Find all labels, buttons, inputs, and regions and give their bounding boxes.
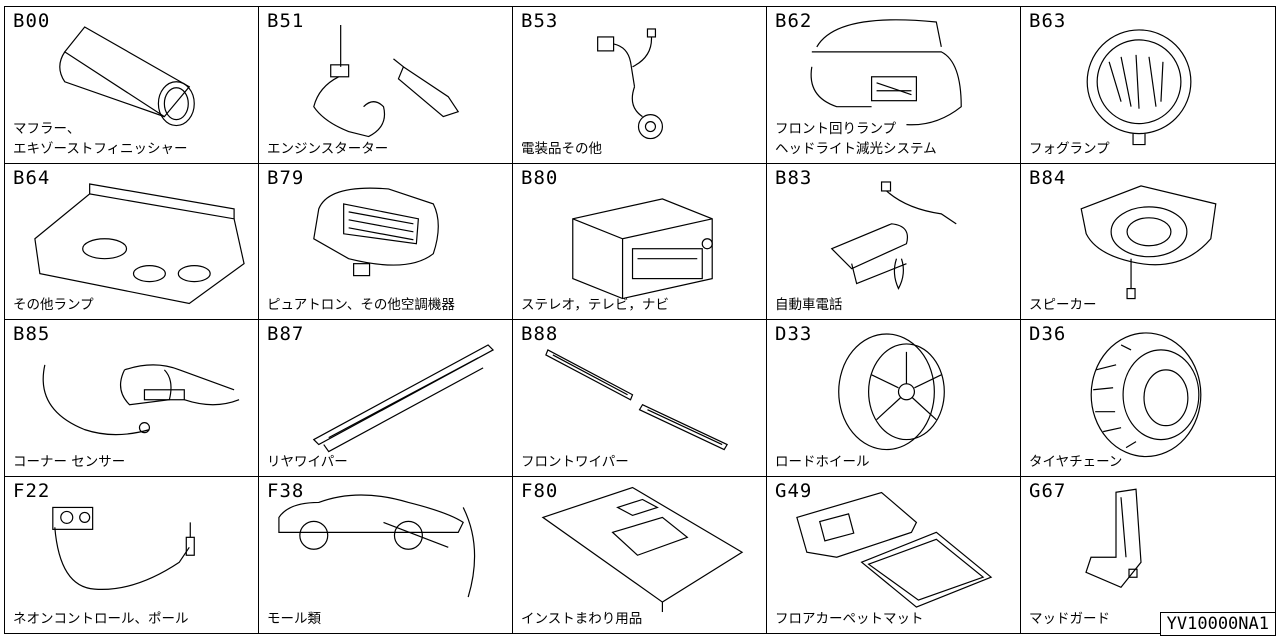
part-code: G67 (1029, 479, 1067, 502)
catalog-cell[interactable]: B79 ピュアトロン、その他空調機器 (259, 163, 513, 320)
part-label: ステレオ，テレビ，ナビ (521, 297, 669, 313)
part-code: F80 (521, 479, 559, 502)
part-label: ネオンコントロール、ポール (13, 611, 189, 627)
molding-icon (259, 477, 512, 634)
part-label: 自動車電話 (775, 297, 843, 313)
part-code: B79 (267, 166, 305, 189)
catalog-cell[interactable]: F22 ネオンコントロール、ポール (5, 476, 259, 634)
catalog-cell[interactable]: B88 フロントワイパー (513, 320, 767, 477)
catalog-cell[interactable]: D36 タイヤチェーン (1021, 320, 1275, 477)
stereo-icon (513, 164, 766, 320)
part-label: マッドガード (1029, 611, 1110, 627)
part-code: D33 (775, 323, 813, 345)
part-label: リヤワイパー (267, 453, 348, 470)
part-label: モール類 (267, 611, 321, 627)
part-code: B83 (775, 166, 813, 189)
catalog-cell[interactable]: G49 フロアカーペットマット (767, 476, 1021, 634)
part-code: F38 (267, 479, 305, 502)
catalog-cell[interactable]: B00 マフラー、 エキゾーストフィニッシャー (5, 7, 259, 164)
part-code: D36 (1029, 323, 1067, 345)
part-code: B53 (521, 10, 559, 32)
part-label: 電装品その他 (521, 140, 602, 157)
room-lamp-icon (5, 164, 258, 320)
catalog-cell[interactable]: B63 フォグランプ (1021, 7, 1275, 164)
console-panel-icon (513, 477, 766, 634)
speaker-icon (1021, 164, 1275, 320)
floor-mat-icon (767, 477, 1020, 634)
electrical-parts-icon (513, 7, 766, 163)
front-lamp-icon (767, 7, 1020, 163)
part-label: ロードホイール (775, 453, 870, 470)
part-code: B62 (775, 10, 813, 32)
part-label: ピュアトロン、その他空調機器 (267, 297, 455, 313)
part-code: G49 (775, 479, 813, 502)
part-label: フロントワイパー (521, 453, 629, 470)
part-label: エンジンスターター (267, 140, 389, 157)
part-label: スピーカー (1029, 297, 1097, 313)
engine-starter-icon (259, 7, 512, 163)
reference-code: YV10000NA1 (1159, 612, 1276, 636)
part-code: B87 (267, 323, 305, 345)
muffler-icon (5, 7, 258, 163)
corner-sensor-icon (5, 320, 258, 476)
part-label: フロント回りランプ ヘッドライト減光システム (775, 120, 937, 157)
road-wheel-icon (767, 320, 1020, 476)
part-code: B80 (521, 166, 559, 189)
part-label: フォグランプ (1029, 140, 1110, 157)
catalog-cell[interactable]: G67 マッドガード (1021, 477, 1275, 634)
front-wiper-icon (513, 320, 766, 476)
catalog-cell[interactable]: F38 モール類 (259, 476, 513, 634)
catalog-cell[interactable]: D33 ロードホイール (767, 320, 1021, 477)
fog-lamp-icon (1021, 7, 1275, 163)
part-code: B00 (13, 10, 51, 32)
part-code: F22 (13, 479, 51, 502)
part-label: その他ランプ (13, 297, 94, 313)
part-code: B51 (267, 10, 305, 32)
catalog-cell[interactable]: B62 フロント回りランプ ヘッドライト減光システム (767, 7, 1021, 164)
car-phone-icon (767, 164, 1020, 320)
catalog-cell[interactable]: B84 スピーカー (1021, 164, 1275, 320)
catalog-cell[interactable]: B53 電装品その他 (513, 7, 767, 164)
part-code: B88 (521, 323, 559, 345)
catalog-cell[interactable]: F80 インストまわり用品 (513, 476, 767, 634)
part-label: インストまわり用品 (521, 611, 643, 627)
part-code: B85 (13, 323, 51, 345)
part-code: B84 (1029, 166, 1067, 189)
catalog-cell[interactable]: B83 自動車電話 (767, 163, 1021, 320)
catalog-cell[interactable]: B51 エンジンスターター (259, 7, 513, 164)
part-label: コーナー センサー (13, 453, 126, 470)
neon-control-icon (5, 477, 258, 634)
catalog-cell[interactable]: B80 ステレオ，テレビ，ナビ (513, 163, 767, 320)
mud-guard-icon (1021, 477, 1275, 634)
part-code: B63 (1029, 10, 1067, 32)
part-label: マフラー、 エキゾーストフィニッシャー (13, 120, 188, 157)
air-purifier-icon (259, 164, 512, 320)
rear-wiper-icon (259, 320, 512, 476)
tire-chain-icon (1021, 320, 1275, 476)
part-label: フロアカーペットマット (775, 611, 924, 627)
part-code: B64 (13, 166, 51, 189)
catalog-cell[interactable]: B64 その他ランプ (5, 163, 259, 320)
catalog-cell[interactable]: B87 リヤワイパー (259, 320, 513, 477)
parts-catalog-grid: B00 マフラー、 エキゾーストフィニッシャー B51 エンジンスターター B53 電装品… (4, 6, 1276, 634)
part-label: タイヤチェーン (1029, 453, 1123, 470)
catalog-cell[interactable]: B85 コーナー センサー (5, 320, 259, 477)
